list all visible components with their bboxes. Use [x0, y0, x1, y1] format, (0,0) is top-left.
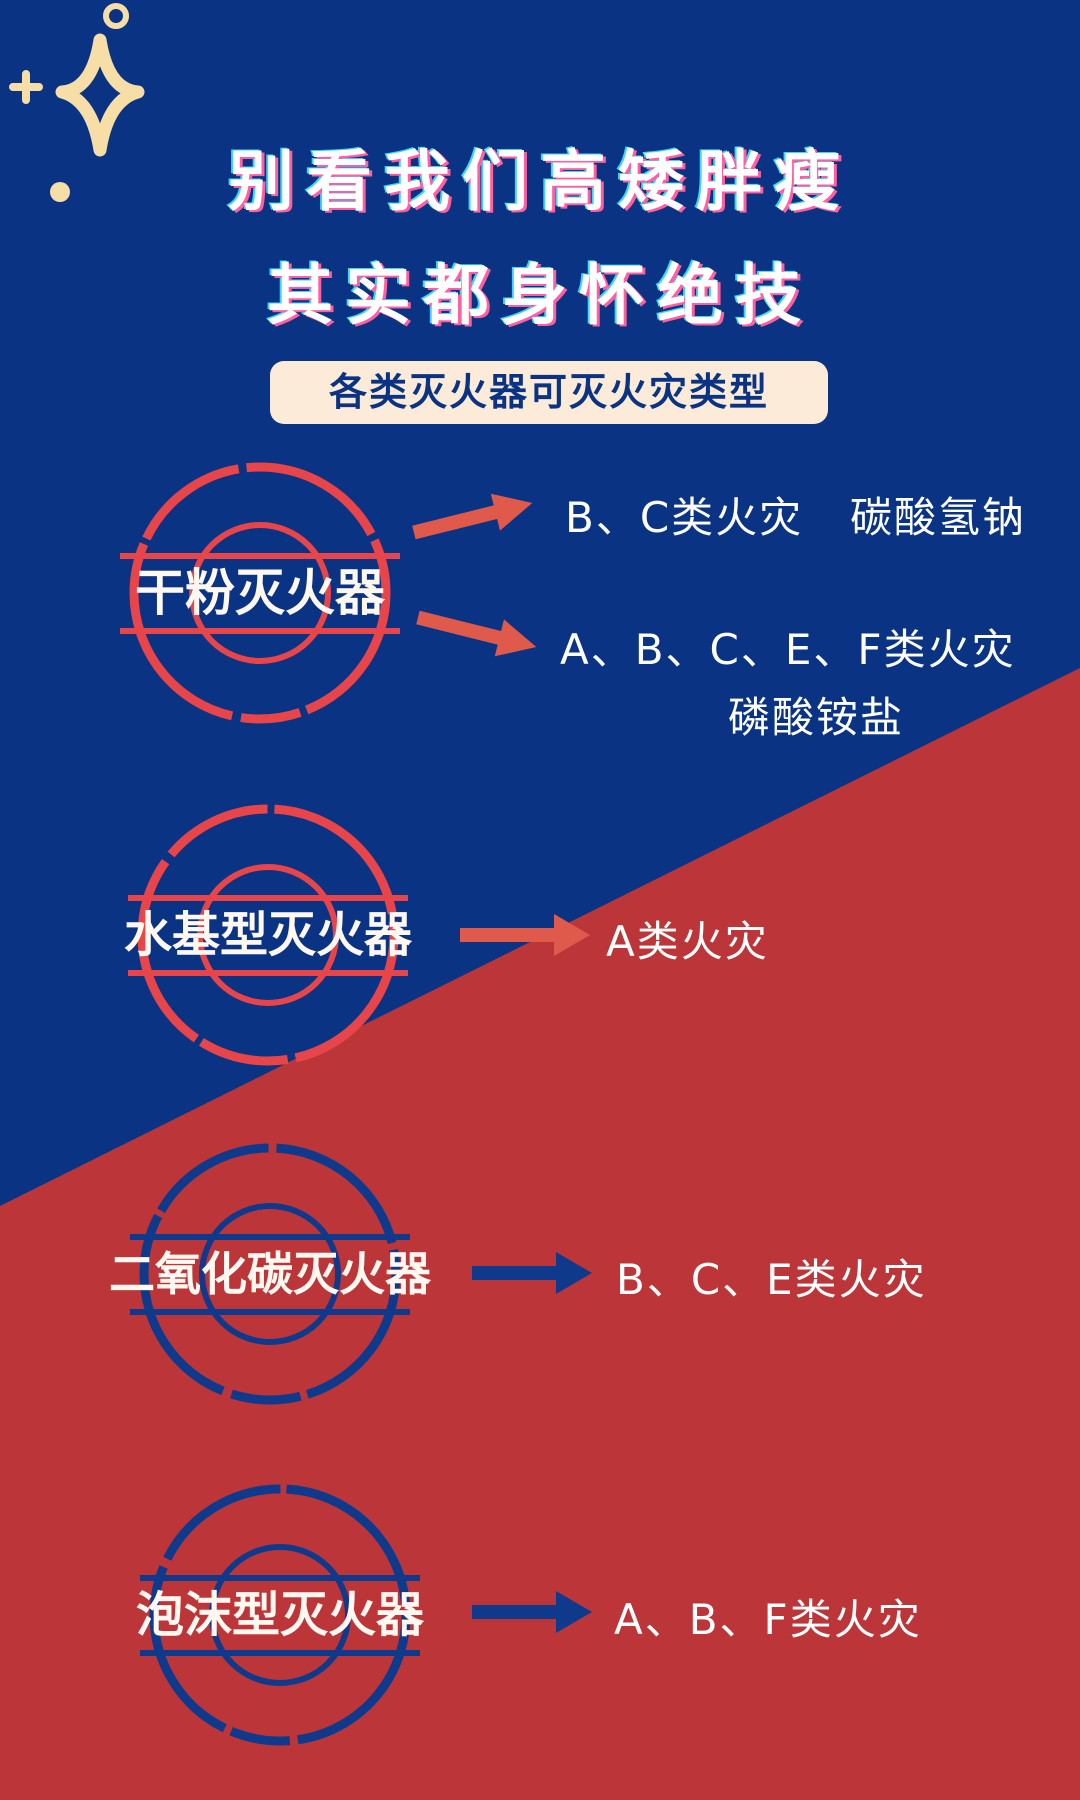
stamp-water-based-ring — [128, 804, 408, 1066]
sparkle-icon — [9, 3, 145, 202]
subtitle-text: 各类灭火器可灭火灾类型 — [328, 370, 769, 414]
stamp-dry-powder-label: 干粉灭火器 — [135, 563, 385, 622]
stamp-foam-ring — [140, 1484, 420, 1746]
arrow-co2 — [472, 1252, 592, 1294]
arrow-dry-powder-1 — [412, 493, 533, 540]
result-dry-powder-1-classes: B、C类火灾 — [565, 493, 804, 542]
stamp-water-based: 水基型灭火器 — [118, 800, 418, 1070]
result-co2-classes: B、C、E类火灾 — [616, 1255, 927, 1304]
stamp-co2-label: 二氧化碳灭火器 — [109, 1247, 431, 1301]
result-dry-powder-1-agent: 碳酸氢钠 — [850, 493, 1027, 542]
result-dry-powder-2-classes: A、B、C、E、F类火灾 — [560, 625, 1016, 674]
result-water-based-classes: A类火灾 — [606, 917, 769, 966]
stamp-water-based-label: 水基型灭火器 — [123, 907, 412, 963]
title-line-1: 别看我们高矮胖瘦 — [228, 143, 852, 220]
stamp-dry-powder: 干粉灭火器 — [110, 458, 410, 728]
arrow-dry-powder-2 — [416, 610, 537, 657]
stamp-co2-ring — [130, 1143, 410, 1405]
arrow-water-based — [460, 914, 590, 956]
arrow-foam — [472, 1591, 592, 1633]
result-foam-classes: A、B、F类火灾 — [614, 1595, 922, 1644]
stamp-dry-powder-ring — [120, 462, 400, 724]
subtitle-badge: 各类灭火器可灭火灾类型 — [270, 361, 828, 424]
stamp-co2: 二氧化碳灭火器 — [109, 1139, 431, 1409]
stamp-foam-label: 泡沫型灭火器 — [135, 1587, 424, 1643]
background-red-diagonal — [0, 668, 1080, 1800]
stamp-foam: 泡沫型灭火器 — [130, 1480, 430, 1750]
result-dry-powder-2-agent: 磷酸铵盐 — [728, 693, 905, 742]
title-line-2: 其实都身怀绝技 — [267, 257, 813, 334]
